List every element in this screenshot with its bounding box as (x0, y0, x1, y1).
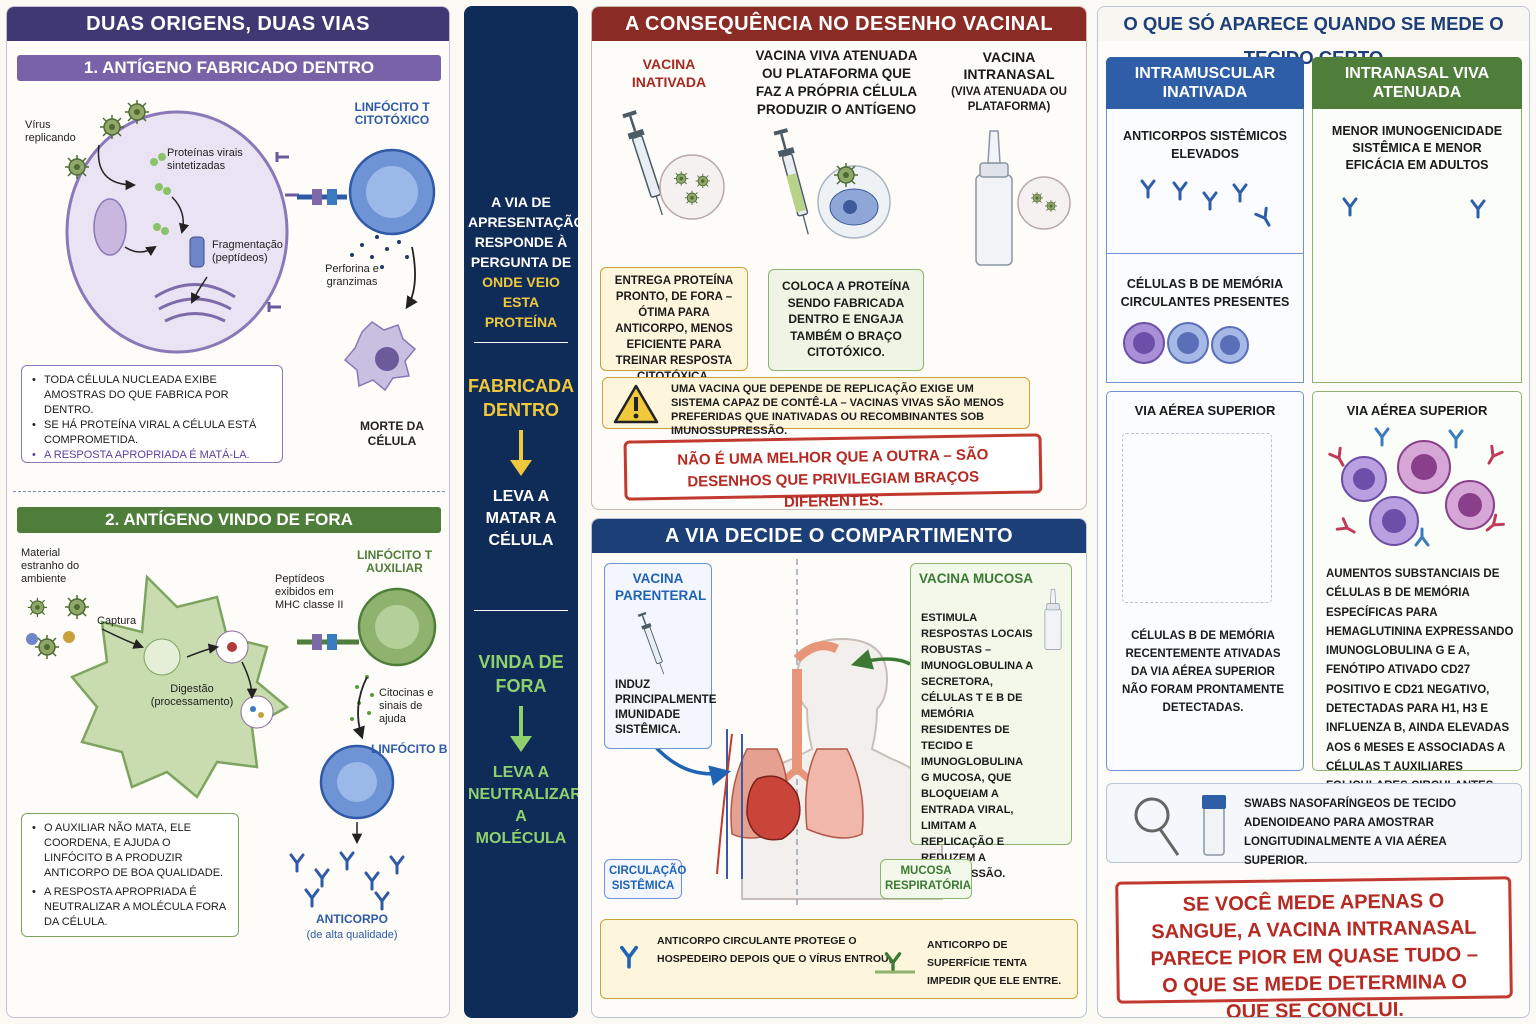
label-digestion: Digestão (processamento) (150, 683, 234, 708)
from-outside-label: VINDA DE FORA (478, 652, 564, 696)
panel-title: O QUE SÓ APARECE QUANDO SE MEDE O TECIDO… (1098, 7, 1529, 68)
syringe-icon (636, 610, 670, 677)
im-airway-text: CÉLULAS B DE MEMÓRIA RECENTEMENTE ATIVAD… (1121, 630, 1285, 714)
antibody-protection-footer: ANTICORPO CIRCULANTE PROTEGE O HOSPEDEIR… (600, 919, 1078, 999)
footer-circulating-text: ANTICORPO CIRCULANTE PROTEGE O HOSPEDEIR… (657, 935, 892, 965)
panel-title: A CONSEQUÊNCIA NO DESENHO VACINAL (592, 7, 1086, 41)
im-divider (1106, 253, 1304, 254)
panel-two-origins: DUAS ORIGENS, DUAS VIAS 1. ANTÍGENO FABR… (6, 6, 450, 1018)
label-perforin: Perforina e granzimas (325, 263, 379, 288)
circulating-antibody-icon (619, 945, 639, 969)
label-virus-replicating: Vírus replicando (25, 119, 76, 144)
in-column (1312, 109, 1522, 383)
route-question: A VIA DE APRESENTAÇÃO RESPONDE À PERGUNT… (468, 192, 578, 332)
outside-summary-box: O AUXILIAR NÃO MATA, ELE COORDENA, E AJU… (21, 813, 239, 937)
label-b-cell: LINFÓCITO B (371, 742, 448, 756)
panel-route-compartment: A VIA DECIDE O COMPARTIMENTO VACINA PARE… (591, 518, 1087, 1018)
section-inside-title: 1. ANTÍGENO FABRICADO DENTRO (17, 55, 441, 81)
not-better-stamp: NÃO É UMA MELHOR QUE A OUTRA – SÃO DESEN… (623, 433, 1043, 509)
parenteral-box: VACINA PARENTERAL INDUZ PRINCIPALMENTE I… (604, 563, 717, 749)
label-antibody: ANTICORPO (316, 912, 388, 926)
label-antibody-quality: (de alta qualidade) (306, 929, 398, 941)
in-column-head: INTRANASAL VIVA ATENUADA (1312, 57, 1522, 109)
inside-summary-box: TODA CÉLULA NUCLEADA EXIBE AMOSTRAS DO Q… (21, 365, 283, 463)
bullet-nucleated-cells: TODA CÉLULA NUCLEADA EXIBE AMOSTRAS DO Q… (32, 373, 272, 418)
bullet-neutralize: A RESPOSTA APROPRIADA É NEUTRALIZAR A MO… (32, 885, 228, 930)
panel-title: DUAS ORIGENS, DUAS VIAS (7, 7, 449, 41)
mid-divider-2 (474, 610, 568, 611)
mucosal-title: VACINA MUCOSA (919, 571, 1033, 586)
panel-vaccine-design: A CONSEQUÊNCIA NO DESENHO VACINAL VACINA… (591, 6, 1087, 510)
made-inside-label: FABRICADA DENTRO (468, 376, 574, 420)
panel-measure-right-tissue: O QUE SÓ APARECE QUANDO SE MEDE O TECIDO… (1097, 6, 1530, 1018)
swab-icon (1134, 795, 1226, 856)
neutralize-label: LEVA A NEUTRALIZAR A MOLÉCULA (468, 764, 578, 847)
respiratory-anatomy-illustration (645, 559, 943, 909)
in-airway-title: VIA AÉREA SUPERIOR (1346, 403, 1488, 418)
vaccine-illustrations (620, 108, 1071, 266)
label-fragmentation: Fragmentação (peptídeos) (212, 239, 283, 264)
label-viral-proteins: Proteínas virais sintetizadas (167, 147, 243, 172)
label-cytotoxic-t: LINFÓCITO T CITOTÓXICO (354, 100, 430, 127)
surface-antibody-icon (875, 952, 915, 974)
label-peptides-mhc: Peptídeos exibidos em MHC classe II (275, 573, 344, 611)
systemic-circulation-label: CIRCULAÇÃO SISTÊMICA (604, 859, 686, 899)
im-airway-title: VIA AÉREA SUPERIOR (1134, 403, 1276, 418)
in-airway-text: AUMENTOS SUBSTANCIAIS DE CÉLULAS B DE ME… (1326, 568, 1514, 792)
route-question-highlight: ONDE VEIO ESTA PROTEÍNA (482, 274, 560, 330)
label-cell-death: MORTE DA CÉLULA (360, 419, 424, 448)
mucosal-text: ESTIMULA RESPOSTAS LOCAIS ROBUSTAS – IMU… (921, 612, 1033, 880)
empty-result-placeholder (1122, 433, 1272, 603)
swab-box (1106, 783, 1522, 863)
col-intranasal: VACINA INTRANASAL (963, 49, 1055, 82)
arrow-down-green-icon (510, 706, 532, 752)
im-column-head: INTRAMUSCULAR INATIVADA (1106, 57, 1304, 109)
col-inactivated: VACINA INATIVADA (631, 56, 707, 90)
immunosuppression-warning: UMA VACINA QUE DEPENDE DE REPLICAÇÃO EXI… (602, 377, 1030, 437)
section-divider (13, 491, 445, 492)
swab-text: SWABS NASOFARÍNGEOS DE TECIDO ADENOIDEAN… (1244, 798, 1457, 867)
in-antibodies-icon (1342, 197, 1486, 219)
in-antibodies-text: MENOR IMUNOGENICIDADE SISTÊMICA E MENOR … (1331, 124, 1503, 172)
warning-icon (613, 384, 659, 424)
inside-antigen-illustration (64, 99, 436, 392)
parenteral-text: INDUZ PRINCIPALMENTE IMUNIDADE SISTÊMICA… (615, 679, 717, 736)
col-live-attenuated: VACINA VIVA ATENUADA OU PLATAFORMA QUE F… (755, 48, 918, 117)
bullet-kill: A RESPOSTA APROPRIADA É MATÁ-LA. (32, 448, 272, 463)
mucosal-box: VACINA MUCOSA ESTIMULA RESPOSTAS LOCAIS … (910, 563, 1072, 880)
im-antibodies-icon (1140, 179, 1276, 230)
arrow-down-yellow-icon (510, 430, 532, 476)
inactivated-box: ENTREGA PROTEÍNA PRONTO, DE FORA – ÓTIMA… (600, 267, 748, 383)
im-memory-cells-icon (1123, 322, 1249, 364)
label-capture: Captura (97, 615, 137, 627)
bullet-helper-coordinates: O AUXILIAR NÃO MATA, ELE COORDENA, E AJU… (32, 821, 228, 881)
route-question-text: A VIA DE APRESENTAÇÃO RESPONDE À PERGUNT… (468, 194, 578, 270)
mid-divider-1 (474, 342, 568, 343)
in-airway-memory-cells-icon (1328, 427, 1505, 547)
blood-only-stamp: SE VOCÊ MEDE APENAS O SANGUE, A VACINA I… (1115, 876, 1513, 1017)
kill-cell-label: LEVA A MATAR A CÉLULA (485, 488, 557, 549)
im-memory-text: CÉLULAS B DE MEMÓRIA CIRCULANTES PRESENT… (1120, 277, 1290, 309)
respiratory-mucosa-label: MUCOSA RESPIRATÓRIA (880, 859, 972, 899)
label-cytokines: Citocinas e sinais de ajuda (379, 687, 434, 725)
warning-text: UMA VACINA QUE DEPENDE DE REPLICAÇÃO EXI… (671, 383, 1004, 437)
panel-title: A VIA DECIDE O COMPARTIMENTO (592, 519, 1086, 553)
nasal-spray-icon (1044, 588, 1062, 650)
bullet-compromised: SE HÁ PROTEÍNA VIRAL A CÉLULA ESTÁ COMPR… (32, 418, 272, 448)
live-box: COLOCA A PROTEÍNA SENDO FABRICADA DENTRO… (768, 269, 924, 371)
parenteral-title: VACINA PARENTERAL (615, 571, 707, 603)
label-foreign-material: Material estranho do ambiente (21, 547, 80, 585)
outside-antigen-illustration (26, 574, 437, 911)
footer-surface-text: ANTICORPO DE SUPERFÍCIE TENTA IMPEDIR QU… (927, 939, 1062, 987)
section-outside-title: 2. ANTÍGENO VINDO DE FORA (17, 507, 441, 533)
presentation-route-column: A VIA DE APRESENTAÇÃO RESPONDE À PERGUNT… (464, 6, 578, 1018)
label-helper-t: LINFÓCITO T AUXILIAR (356, 548, 433, 575)
col-intranasal-sub: (VIVA ATENUADA OU PLATAFORMA) (951, 86, 1067, 113)
im-antibodies-text: ANTICORPOS SISTÊMICOS ELEVADOS (1123, 129, 1287, 161)
